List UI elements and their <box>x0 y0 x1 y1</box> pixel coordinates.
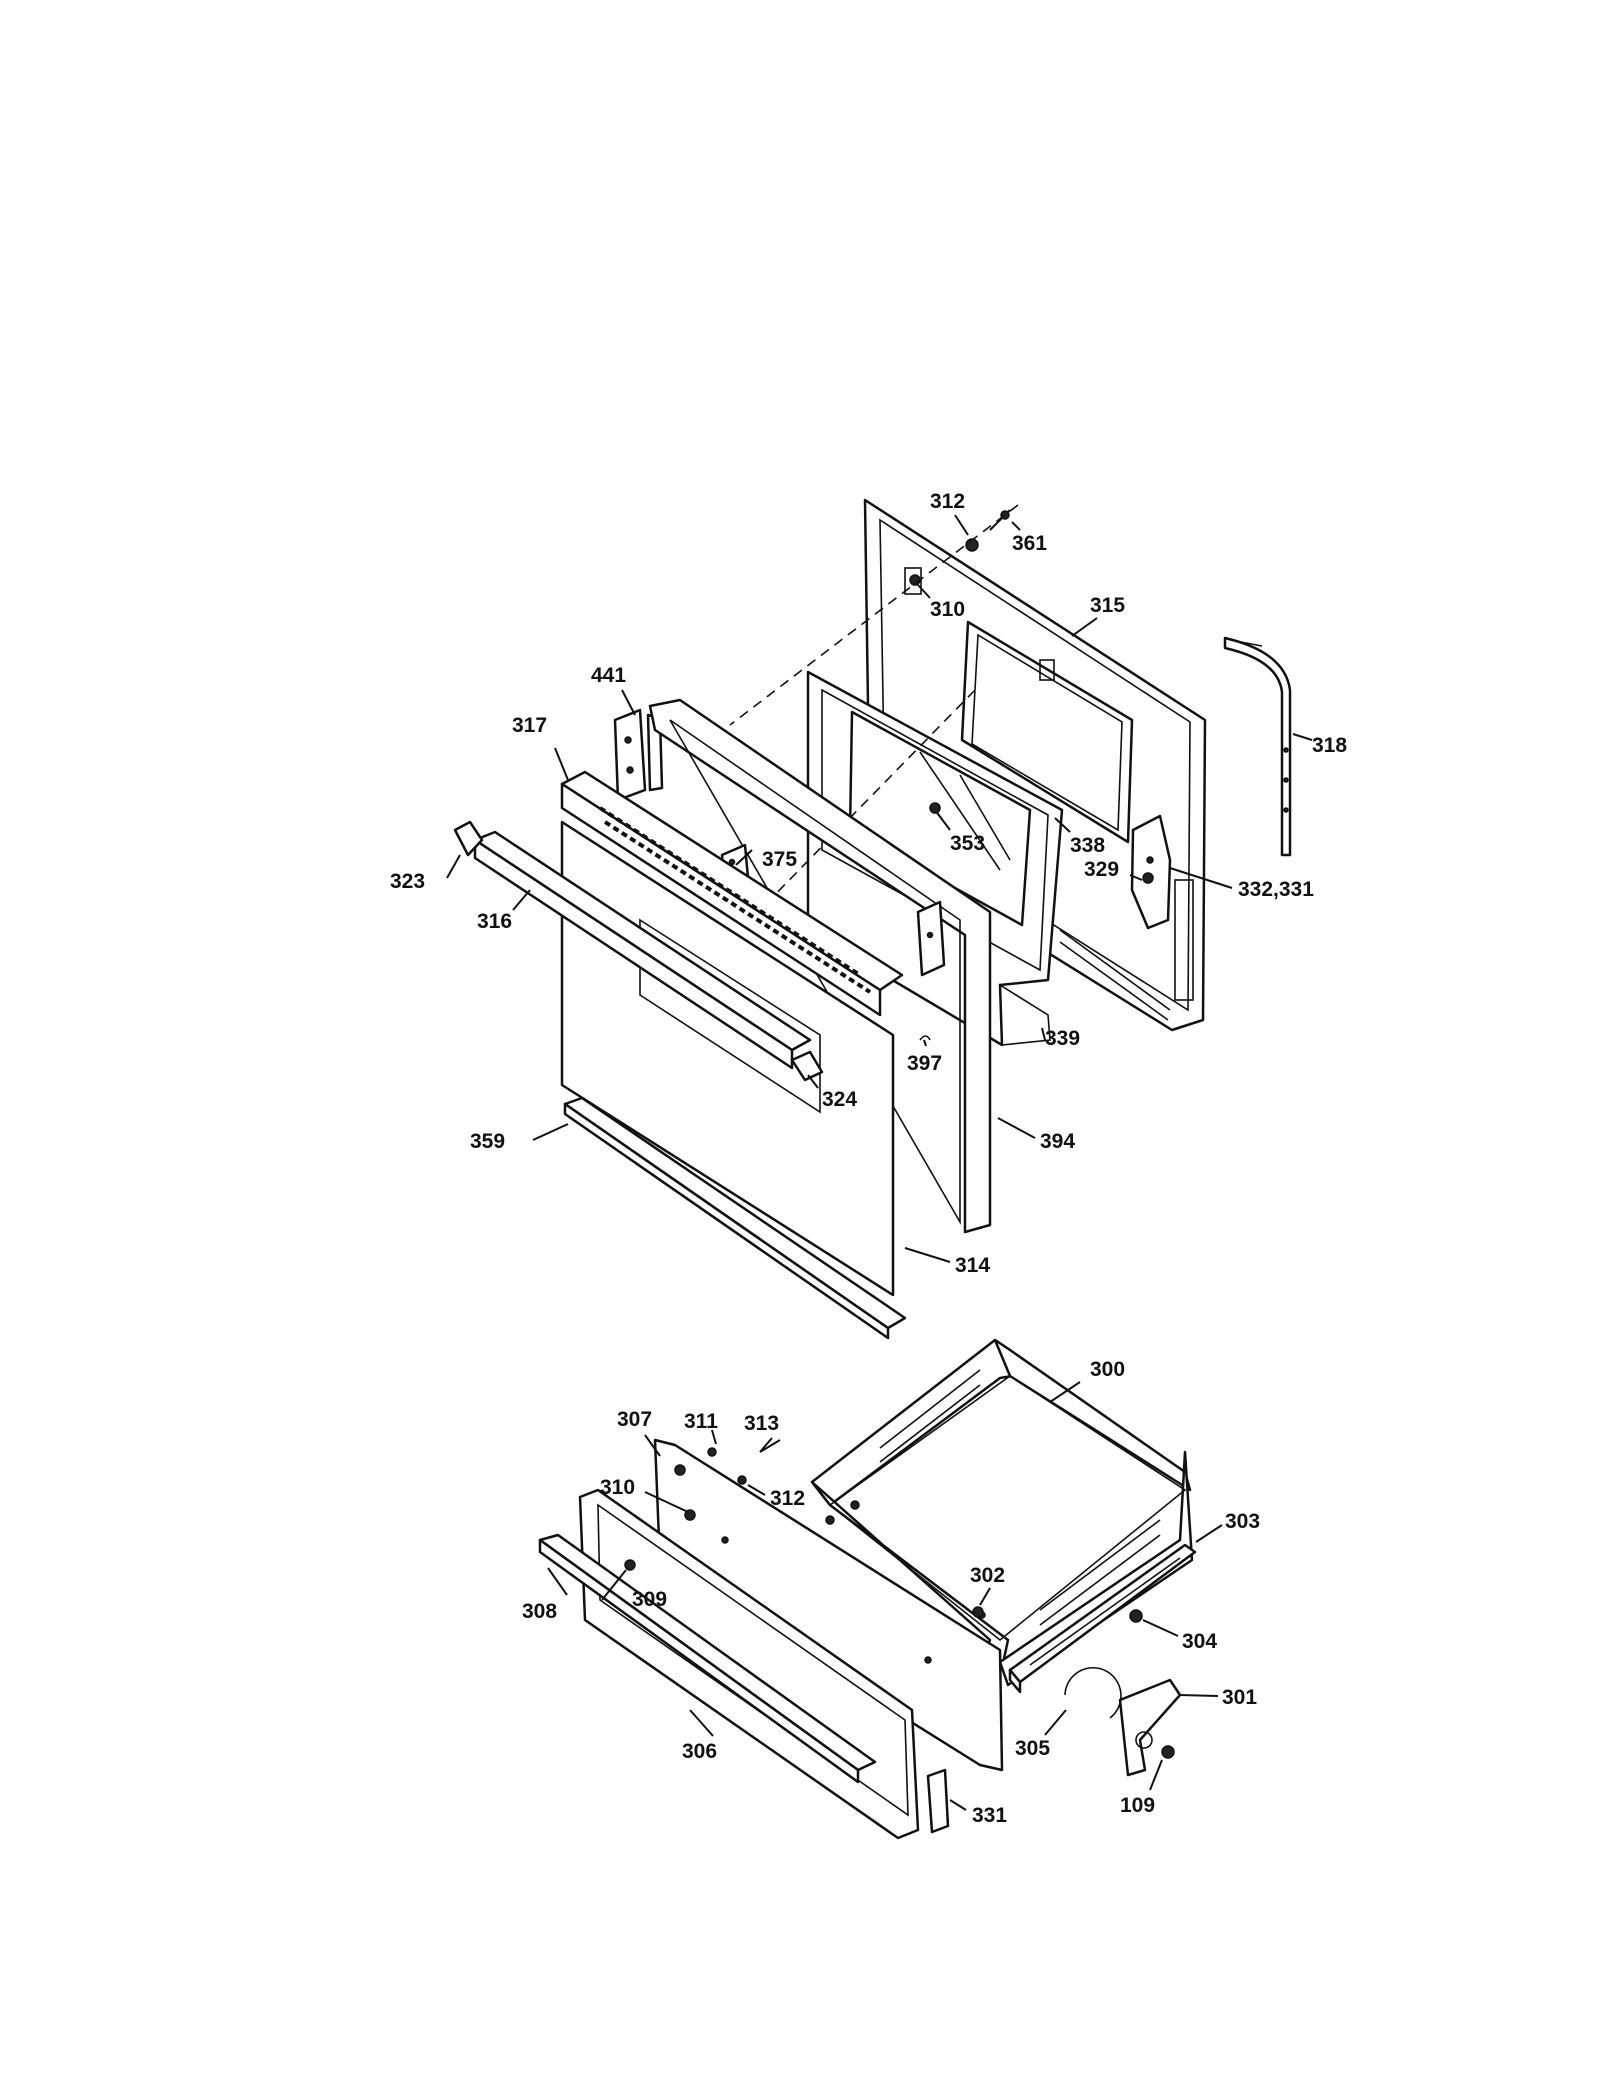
leader-lines <box>446 514 1313 1811</box>
door-handle <box>473 830 812 1070</box>
screw-353 <box>929 802 951 831</box>
door-hinge-bracket <box>1130 814 1172 930</box>
callout-312: 312 <box>930 490 965 513</box>
callout-307: 307 <box>617 1408 652 1431</box>
roller-302 <box>972 1606 984 1618</box>
callout-441: 441 <box>591 664 626 687</box>
callout-306: 306 <box>682 1740 717 1763</box>
alignment-line <box>759 689 976 911</box>
callout-339: 339 <box>1045 1027 1080 1050</box>
callout-314: 314 <box>955 1254 990 1277</box>
callout-397: 397 <box>907 1052 942 1075</box>
callout-375: 375 <box>762 848 797 871</box>
door-inner-liner <box>863 498 1207 1032</box>
bottom-trim <box>563 1096 907 1340</box>
callout-304: 304 <box>1182 1630 1217 1653</box>
callout-310: 310 <box>930 598 965 621</box>
callout-331: 331 <box>972 1804 1007 1827</box>
callout-332-331: 332,331 <box>1238 878 1314 901</box>
door-liner-339 <box>999 983 1051 1046</box>
bracket-331 <box>926 1768 950 1834</box>
callout-312-lower: 312 <box>770 1487 805 1510</box>
callout-359: 359 <box>470 1130 505 1153</box>
screw-304 <box>1129 1609 1143 1623</box>
callout-317: 317 <box>512 714 547 737</box>
callout-302: 302 <box>970 1564 1005 1587</box>
callout-109: 109 <box>1120 1794 1155 1817</box>
nut-109 <box>1161 1745 1175 1759</box>
drawer-handle <box>538 1533 877 1784</box>
callout-329: 329 <box>1084 858 1119 881</box>
callout-301: 301 <box>1222 1686 1257 1709</box>
screw-329 <box>1142 872 1154 884</box>
callout-311: 311 <box>684 1410 718 1433</box>
alignment-line <box>729 504 1019 726</box>
callout-309: 309 <box>632 1588 667 1611</box>
vent-trim <box>560 770 904 1017</box>
top-fasteners <box>909 509 1011 586</box>
callout-313: 313 <box>744 1412 779 1435</box>
callout-316: 316 <box>477 910 512 933</box>
callout-394: 394 <box>1040 1130 1075 1153</box>
callout-305: 305 <box>1015 1737 1050 1760</box>
callout-labels: 312 361 310 315 318 441 317 375 353 338 … <box>390 490 1347 1827</box>
callout-318: 318 <box>1312 734 1347 757</box>
callout-310-lower: 310 <box>600 1476 635 1499</box>
callout-353: 353 <box>950 832 985 855</box>
callout-361: 361 <box>1012 532 1047 555</box>
callout-315: 315 <box>1090 594 1125 617</box>
bracket-301 <box>1118 1678 1182 1777</box>
callout-308: 308 <box>522 1600 557 1623</box>
callout-324: 324 <box>822 1088 857 1111</box>
drawer-rail <box>1008 1543 1197 1694</box>
callout-338: 338 <box>1070 834 1105 857</box>
callout-303: 303 <box>1225 1510 1260 1533</box>
drawer-fasteners <box>707 1439 781 1485</box>
callout-300: 300 <box>1090 1358 1125 1381</box>
door-gasket <box>1223 636 1292 857</box>
handle-end-cap-right <box>790 1050 824 1082</box>
handle-end-cap-left <box>453 820 484 857</box>
spring-clip <box>1064 1666 1122 1719</box>
hinge-441 <box>613 708 664 802</box>
clip-397 <box>919 1035 931 1041</box>
callout-323: 323 <box>390 870 425 893</box>
